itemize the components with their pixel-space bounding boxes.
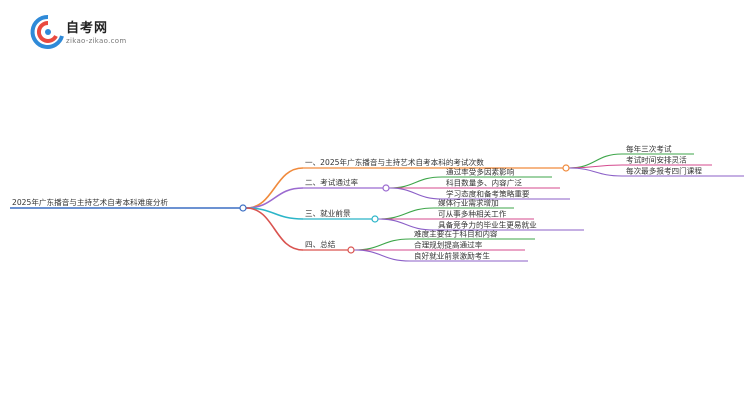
leaf-node-label: 通过率受多因素影响	[446, 167, 515, 177]
branch-node-handle[interactable]	[371, 215, 379, 223]
leaf-node-label: 科目数量多、内容广泛	[446, 178, 522, 188]
branch-node-handle[interactable]	[347, 246, 355, 254]
leaf-node-label: 合理规划提高通过率	[414, 240, 483, 250]
leaf-node-label: 可从事多种相关工作	[438, 209, 507, 219]
leaf-node-label: 每次最多报考四门课程	[626, 166, 702, 176]
leaf-edge	[568, 153, 623, 169]
mindmap-edges	[245, 153, 623, 262]
leaf-edge	[388, 176, 443, 189]
leaf-node-label: 考试时间安排灵活	[626, 155, 687, 165]
branch-node-label: 二、考试通过率	[305, 177, 359, 187]
leaf-node-label: 学习态度和备考策略重要	[446, 189, 530, 199]
leaf-edge	[353, 249, 411, 262]
leaf-edge	[377, 207, 435, 220]
branch-edge	[245, 187, 304, 209]
leaf-edge	[568, 167, 623, 177]
branch-edge	[245, 207, 304, 251]
leaf-node-label: 媒体行业需求增加	[438, 198, 499, 208]
leaf-edge	[388, 187, 443, 200]
site-logo[interactable]	[28, 14, 138, 58]
branch-node-label: 三、就业前景	[305, 208, 351, 218]
leaf-node-label: 良好就业前景激励考生	[414, 251, 490, 261]
brand-name: 自考网	[66, 21, 109, 36]
branch-node-handle[interactable]	[382, 184, 390, 192]
leaf-node-label: 具备竞争力的毕业生更易就业	[438, 220, 537, 230]
brand-url: zikao-zikao.com	[66, 37, 127, 45]
logo-mark-icon	[30, 14, 64, 49]
leaf-node-label: 每年三次考试	[626, 144, 672, 154]
mindmap-nodes: 2025年广东播音与主持艺术自考本科难度分析 一、2025年广东播音与主持艺术自考…	[10, 144, 744, 262]
root-node-label: 2025年广东播音与主持艺术自考本科难度分析	[12, 197, 168, 207]
root-node-handle[interactable]	[239, 204, 247, 212]
leaf-node-label: 难度主要在于科目和内容	[414, 229, 498, 239]
branch-node-label: 一、2025年广东播音与主持艺术自考本科的考试次数	[305, 157, 484, 167]
leaf-edge	[568, 164, 623, 169]
branch-node-label: 四、总结	[305, 239, 336, 249]
leaf-edge	[353, 238, 411, 251]
leaf-edge	[377, 218, 435, 231]
branch-node-handle[interactable]	[562, 164, 570, 172]
